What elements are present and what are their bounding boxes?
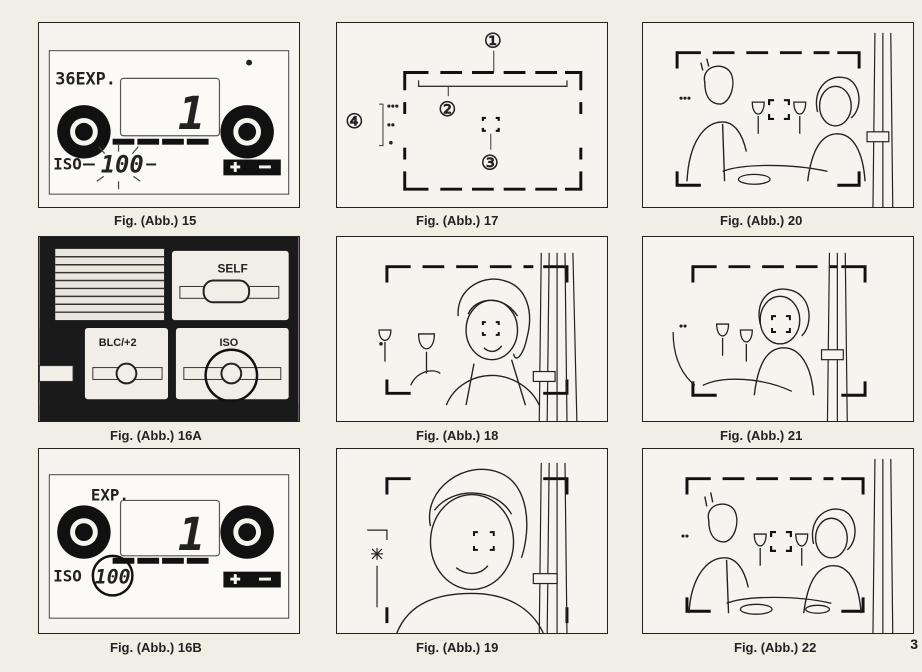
woman-illustration: [446, 279, 539, 405]
figure-16b-lcd-panel: EXP. 1 ISO 100: [38, 448, 300, 634]
viewfinder-scene: [337, 449, 607, 633]
viewfinder-scene: [337, 237, 607, 421]
figure-22-viewfinder-couple-wide: [642, 448, 914, 634]
callout-1: ①: [484, 31, 502, 53]
caption-fig-22: Fig. (Abb.) 22: [734, 640, 816, 655]
iso-value: 100: [101, 150, 144, 178]
exp-label: EXP.: [91, 485, 129, 504]
viewfinder-scene: [643, 237, 913, 421]
figure-15-lcd-panel: 36EXP. 1 ISO 100: [38, 22, 300, 208]
callout-4: ④: [345, 111, 363, 133]
iso-button-label: ISO: [219, 337, 238, 349]
caption-fig-18: Fig. (Abb.) 18: [416, 428, 498, 443]
frame-counter: 1: [178, 508, 205, 561]
exp-label: 36EXP.: [55, 68, 116, 88]
self-timer-button: [204, 281, 250, 303]
battery-icon: [223, 160, 280, 176]
caption-fig-19: Fig. (Abb.) 19: [416, 640, 498, 655]
figure-19-viewfinder-very-close: [336, 448, 608, 634]
caption-fig-17: Fig. (Abb.) 17: [416, 213, 498, 228]
caption-fig-21: Fig. (Abb.) 21: [720, 428, 802, 443]
figure-18-viewfinder-closeup: [336, 236, 608, 422]
self-label: SELF: [217, 262, 247, 276]
distance-scale-icon: [387, 105, 398, 145]
caption-fig-16a: Fig. (Abb.) 16A: [110, 428, 202, 443]
man-illustration: [687, 59, 746, 182]
viewfinder-scene: [643, 449, 913, 633]
figure-17-viewfinder-diagram: ① ② ③ ④: [336, 22, 608, 208]
curtain-illustration: [867, 33, 893, 207]
iso-label: ISO: [53, 567, 82, 586]
iso-label: ISO: [53, 154, 82, 173]
distance-scale-icon: [679, 97, 690, 100]
distance-scale-icon: [679, 324, 686, 327]
curtain-illustration: [533, 463, 567, 633]
camera-controls-illustration: SELF BLC/+2 ISO: [39, 237, 299, 421]
iso-button: [221, 364, 241, 384]
lcd-illustration: EXP. 1 ISO 100: [39, 449, 299, 633]
figure-20-viewfinder-couple: [642, 22, 914, 208]
frame-counter: 1: [178, 87, 205, 140]
warning-flash-icon: [367, 530, 387, 607]
woman-illustration: [808, 77, 865, 181]
caption-fig-16b: Fig. (Abb.) 16B: [110, 640, 202, 655]
man-illustration: [689, 493, 748, 614]
caption-fig-15: Fig. (Abb.) 15: [114, 213, 196, 228]
caption-fig-20: Fig. (Abb.) 20: [720, 213, 802, 228]
curtain-illustration: [873, 459, 893, 633]
lcd-illustration: 36EXP. 1 ISO 100: [39, 23, 299, 207]
callout-3: ③: [481, 152, 499, 174]
woman-illustration: [754, 289, 813, 395]
blc-button: [117, 364, 137, 384]
blc-label: BLC/+2: [99, 337, 137, 349]
figure-21-viewfinder-couple-medium: [642, 236, 914, 422]
iso-value: 100: [95, 566, 131, 589]
figure-16a-camera-controls: SELF BLC/+2 ISO: [38, 236, 300, 422]
woman-illustration: [804, 509, 861, 613]
wine-glass-illustration: [379, 330, 440, 385]
page-number: 3: [910, 636, 918, 652]
distance-scale-icon: [681, 534, 688, 537]
curtain-illustration: [533, 253, 577, 421]
callout-2: ②: [438, 99, 456, 121]
wine-glass-illustration: [723, 102, 828, 184]
viewfinder-scene: [643, 23, 913, 207]
distance-scale-icon: [379, 342, 383, 346]
battery-icon: [223, 572, 280, 588]
viewfinder-diagram: ① ② ③ ④: [337, 23, 607, 207]
woman-illustration: [397, 469, 543, 633]
